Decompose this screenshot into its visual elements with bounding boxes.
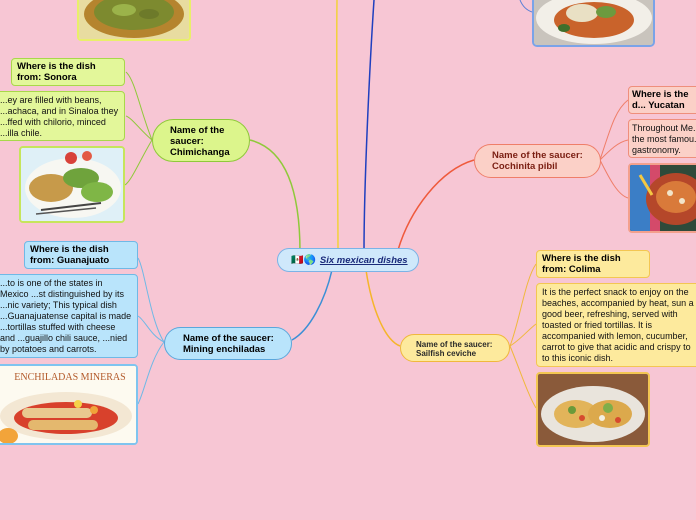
connector-navy-image	[519, 0, 533, 13]
red-where-node[interactable]: Where is the d... Yucatan	[628, 86, 696, 114]
connector-center-orange	[365, 269, 401, 347]
blue-where-text: Where is the dish from: Guanajuato	[30, 244, 110, 266]
connector-center-green	[249, 139, 301, 253]
connector-center-red	[397, 159, 475, 251]
connector-center-top-yellow	[335, 0, 339, 253]
orange-where-node[interactable]: Where is the dish from: Colima	[536, 250, 650, 278]
dish-image-top-left	[77, 0, 191, 41]
green-where-text: Where is the dish from: Sonora	[17, 61, 96, 83]
connector-red-image	[599, 159, 629, 199]
central-title: Six mexican dishes	[319, 254, 408, 266]
connector-red-desc	[599, 139, 629, 161]
blue-main-node[interactable]: Name of the saucer: Mining enchiladas	[164, 327, 292, 360]
connector-orange-where	[509, 263, 537, 347]
orange-description-text: It is the perfect snack to enjoy on the …	[542, 287, 694, 363]
connector-blue-where	[137, 257, 165, 343]
blue-where-node[interactable]: Where is the dish from: Guanajuato	[24, 241, 138, 269]
enchiladas-mineras-image: ENCHILADAS MINERAS	[0, 364, 138, 445]
connector-green-desc	[125, 115, 153, 141]
connector-red-where	[599, 99, 629, 161]
chimichanga-image	[19, 146, 125, 223]
red-description-node[interactable]: Throughout Me... the most famou... gastr…	[628, 119, 696, 158]
blue-description-text: ...to is one of the states in Mexico ...…	[0, 278, 132, 354]
red-main-node[interactable]: Name of the saucer: Cochinita pibil	[474, 144, 601, 178]
orange-main-text: Name of the saucer: Sailfish ceviche	[416, 340, 493, 358]
green-where-node[interactable]: Where is the dish from: Sonora	[11, 58, 125, 86]
orange-description-node[interactable]: It is the perfect snack to enjoy on the …	[536, 283, 696, 367]
green-main-text: Name of the saucer: Chimichanga	[170, 125, 230, 158]
orange-main-node[interactable]: Name of the saucer: Sailfish ceviche	[400, 334, 510, 362]
central-topic[interactable]: 🇲🇽🌎 Six mexican dishes	[277, 248, 419, 272]
green-main-node[interactable]: Name of the saucer: Chimichanga	[152, 119, 250, 162]
dish-image-top-right	[532, 0, 655, 47]
red-main-text: Name of the saucer: Cochinita pibil	[492, 150, 583, 172]
connector-green-where	[125, 71, 153, 141]
connector-orange-desc	[509, 323, 537, 347]
sailfish-ceviche-image	[536, 372, 650, 447]
red-description-text: Throughout Me... the most famou... gastr…	[632, 123, 696, 155]
green-description-text: ...ey are filled with beans, ...achaca, …	[0, 95, 119, 138]
mexico-flag-globe-icon: 🇲🇽🌎	[291, 254, 316, 266]
connector-center-top-navy	[363, 0, 375, 253]
red-where-text: Where is the d... Yucatan	[632, 89, 689, 111]
enchiladas-image-caption: ENCHILADAS MINERAS	[14, 372, 125, 383]
connector-center-blue	[291, 269, 333, 341]
cochinita-pibil-image	[628, 163, 696, 233]
green-description-node[interactable]: ...ey are filled with beans, ...achaca, …	[0, 91, 125, 141]
connector-orange-image	[509, 345, 537, 409]
connector-green-image	[124, 139, 153, 186]
orange-where-text: Where is the dish from: Colima	[542, 253, 621, 275]
connector-blue-desc	[137, 315, 165, 343]
blue-description-node[interactable]: ...to is one of the states in Mexico ...…	[0, 274, 138, 358]
connector-blue-image	[137, 341, 165, 405]
blue-main-text: Name of the saucer: Mining enchiladas	[183, 333, 274, 355]
